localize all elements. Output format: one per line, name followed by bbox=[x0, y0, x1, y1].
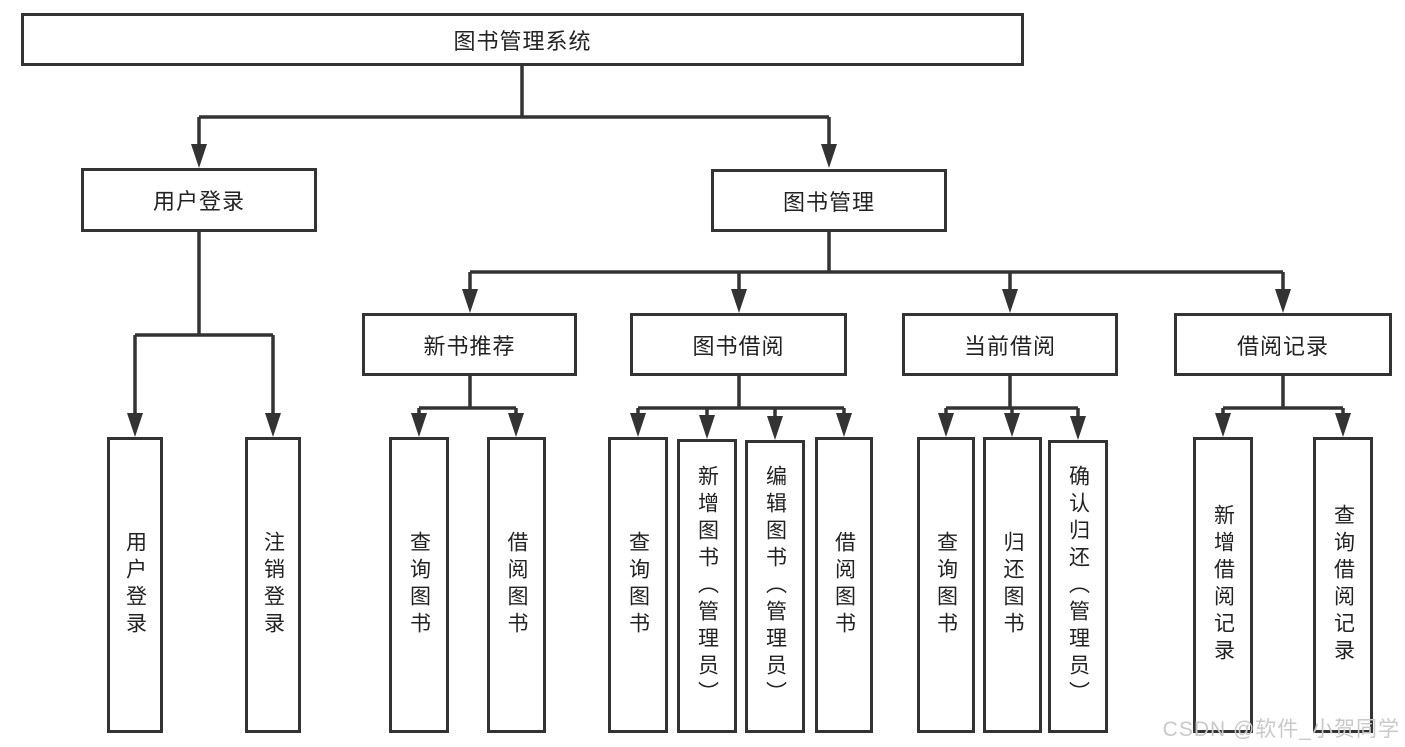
node-leaf-user-login: 用户登录 bbox=[107, 437, 163, 733]
connector-book-management bbox=[462, 232, 1291, 313]
node-user-login: 用户登录 bbox=[81, 168, 317, 232]
connector-current-borrowing bbox=[938, 376, 1086, 440]
node-current-borrowing: 当前借阅 bbox=[902, 313, 1118, 376]
connector-new-book-recommendation bbox=[411, 376, 524, 437]
node-new-book-recommendation: 新书推荐 bbox=[362, 313, 577, 376]
node-borrowing-records: 借阅记录 bbox=[1174, 313, 1392, 376]
node-leaf-add-borrow-record: 新增借阅记录 bbox=[1193, 437, 1253, 733]
node-book-management: 图书管理 bbox=[711, 169, 947, 232]
connector-user-login bbox=[127, 232, 281, 437]
node-leaf-query-books-current: 查询图书 bbox=[917, 437, 975, 733]
node-book-borrowing: 图书借阅 bbox=[630, 313, 847, 376]
node-leaf-return-books: 归还图书 bbox=[983, 437, 1042, 733]
watermark: CSDN @软件_小贺同学 bbox=[1162, 718, 1400, 741]
connector-root bbox=[191, 66, 837, 168]
node-leaf-query-books-recommend: 查询图书 bbox=[389, 437, 449, 733]
node-leaf-edit-books-admin: 编辑图书（管理员） bbox=[745, 440, 805, 733]
node-root: 图书管理系统 bbox=[21, 13, 1024, 66]
node-leaf-query-borrow-record: 查询借阅记录 bbox=[1313, 437, 1373, 733]
connector-borrowing-records bbox=[1215, 376, 1351, 437]
node-leaf-confirm-return-admin: 确认归还（管理员） bbox=[1048, 440, 1108, 733]
node-leaf-borrow-books-recommend: 借阅图书 bbox=[487, 437, 546, 733]
node-leaf-logout: 注销登录 bbox=[245, 437, 301, 733]
node-leaf-borrow-books: 借阅图书 bbox=[815, 437, 873, 733]
connector-book-borrowing bbox=[630, 376, 852, 440]
node-leaf-query-books-borrow: 查询图书 bbox=[608, 437, 668, 733]
node-leaf-add-books-admin: 新增图书（管理员） bbox=[677, 439, 737, 733]
